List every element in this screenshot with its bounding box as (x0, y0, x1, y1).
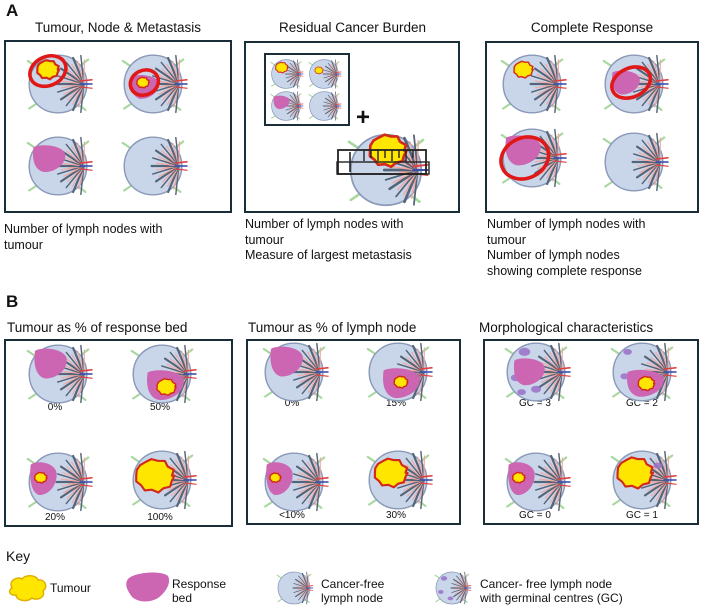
a1-node-4 (117, 130, 189, 202)
panel-b3-title: Morphological characteristics (479, 320, 653, 335)
b1-node-4 (126, 444, 198, 516)
key-label-tumour: Tumour (50, 581, 91, 595)
measure-ruler-icon (336, 148, 431, 178)
b2-node-1 (258, 336, 330, 408)
panel-b2-title: Tumour as % of lymph node (248, 320, 416, 335)
a1-node-2 (117, 48, 189, 120)
panel-a1-title: Tumour, Node & Metastasis (2, 20, 234, 35)
key-title: Key (6, 548, 30, 564)
key-response-bed-icon (124, 570, 172, 604)
b1-node-3 (22, 446, 94, 518)
key-cancer-free-node-icon (274, 568, 314, 608)
b3-node-2 (606, 336, 678, 408)
key-tumour-icon (6, 572, 50, 604)
section-a-label: A (6, 1, 18, 21)
a2-inset-node-1 (268, 56, 304, 92)
b2-node-4 (362, 444, 434, 516)
a1-node-3 (22, 130, 94, 202)
a2-inset-node-2 (306, 56, 342, 92)
a2-inset-node-4 (306, 88, 342, 124)
a3-node-2 (598, 48, 670, 120)
b3-node-4 (606, 444, 678, 516)
b3-node-1 (500, 336, 572, 408)
panel-b1-title: Tumour as % of response bed (7, 320, 187, 335)
a1-node-1 (22, 48, 94, 120)
a3-node-3 (496, 122, 568, 194)
b3-node-3 (500, 446, 572, 518)
panel-a2-title: Residual Cancer Burden (245, 20, 460, 35)
a2-inset-node-3 (268, 88, 304, 124)
b2-node-2 (362, 336, 434, 408)
b1-node-1 (22, 338, 94, 410)
section-b-label: B (6, 292, 18, 312)
b2-node-3 (258, 446, 330, 518)
b1-node-2 (126, 338, 198, 410)
a3-node-1 (496, 48, 568, 120)
panel-a3-title: Complete Response (484, 20, 700, 35)
a3-node-4 (598, 126, 670, 198)
key-germinal-centre-node-icon (432, 568, 472, 608)
